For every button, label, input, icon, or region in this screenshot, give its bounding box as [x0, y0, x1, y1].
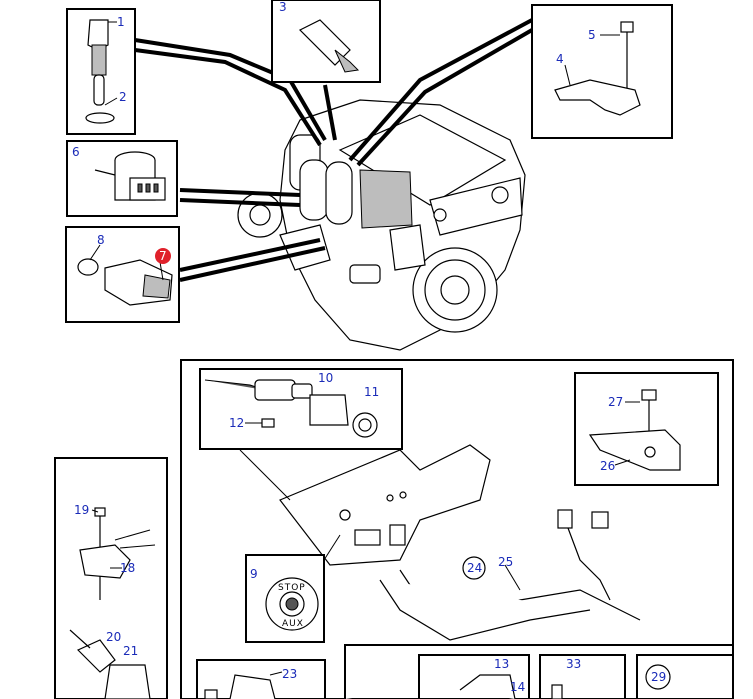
- leader-lines: [134, 18, 534, 282]
- callout-labels: 1 2 3 4 5 6 7 8 9 10 11 12 13 14 18 19 2…: [72, 0, 666, 694]
- callout-20[interactable]: 20: [106, 630, 121, 644]
- callout-11[interactable]: 11: [364, 385, 379, 399]
- callout-27[interactable]: 27: [608, 395, 623, 409]
- box-part-23: [196, 659, 326, 699]
- callout-7[interactable]: 7: [159, 249, 167, 263]
- callout-10[interactable]: 10: [318, 371, 333, 385]
- callout-18[interactable]: 18: [120, 561, 135, 575]
- callout-8[interactable]: 8: [97, 233, 105, 247]
- callout-26[interactable]: 26: [600, 459, 615, 473]
- callout-19[interactable]: 19: [74, 503, 89, 517]
- aux-label: AUX: [282, 619, 304, 629]
- box-coolant-temp-sensor: [66, 8, 136, 135]
- engine-illustration: [237, 99, 526, 351]
- callout-9[interactable]: 9: [250, 567, 258, 581]
- callout-29[interactable]: 29: [651, 670, 666, 684]
- box-oil-pressure-sensor: [271, 0, 381, 83]
- callout-3[interactable]: 3: [279, 0, 287, 14]
- callout-2[interactable]: 2: [119, 90, 127, 104]
- callout-4[interactable]: 4: [556, 52, 564, 66]
- box-speed-sensor: [65, 226, 180, 323]
- callout-24[interactable]: 24: [467, 561, 482, 575]
- callout-6[interactable]: 6: [72, 145, 80, 159]
- callout-21[interactable]: 21: [123, 644, 138, 658]
- callout-25[interactable]: 25: [498, 555, 513, 569]
- callout-1[interactable]: 1: [117, 15, 125, 29]
- callout-23[interactable]: 23: [282, 667, 297, 681]
- box-sensor-left: [54, 457, 168, 699]
- callout-5[interactable]: 5: [588, 28, 596, 42]
- box-camshaft-sensor: [531, 4, 673, 139]
- callout-13[interactable]: 13: [494, 657, 509, 671]
- box-instrument-panel: STOP AUX: [180, 359, 734, 699]
- stop-label: STOP: [278, 583, 306, 593]
- box-pressure-sensor-6: [66, 140, 178, 217]
- callout-33[interactable]: 33: [566, 657, 581, 671]
- callout-12[interactable]: 12: [229, 416, 244, 430]
- highlight-marker[interactable]: [155, 248, 171, 264]
- callout-14[interactable]: 14: [510, 680, 525, 694]
